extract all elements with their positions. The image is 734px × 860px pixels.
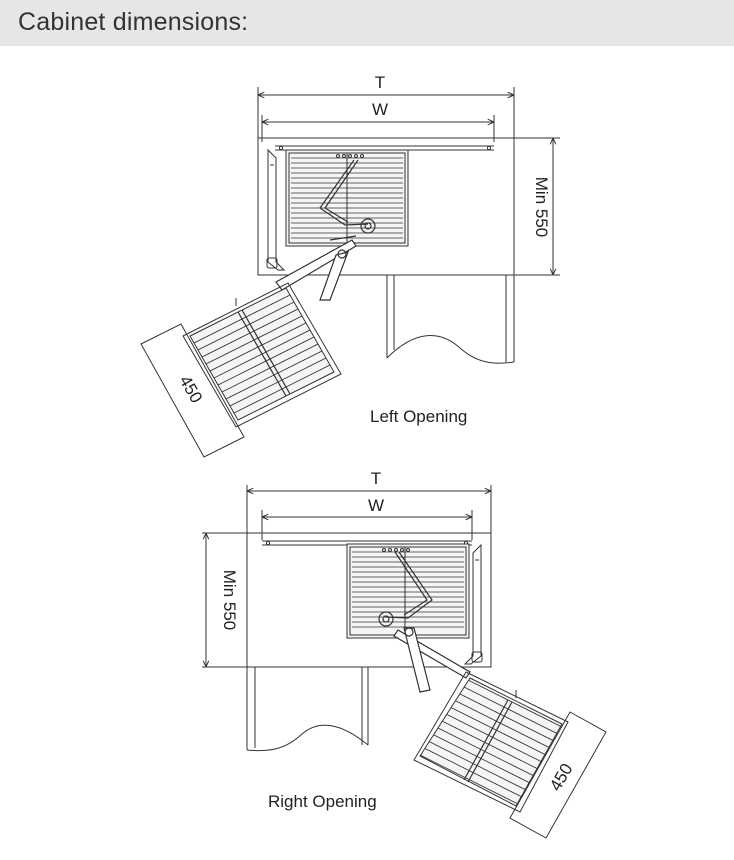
label-450: 450 <box>546 760 577 794</box>
adjacent-cabinet <box>386 275 515 364</box>
adjacent-cabinet <box>246 667 369 752</box>
page-title: Cabinet dimensions: <box>18 8 249 36</box>
diagram-left-opening: T W Min 550 <box>140 73 560 458</box>
label-450: 450 <box>175 372 206 406</box>
dimension-450 <box>509 711 607 839</box>
cabinet-outline <box>246 532 492 668</box>
dimension-depth <box>514 138 560 275</box>
label-t: T <box>371 469 381 488</box>
dimension-depth <box>202 533 247 667</box>
header-bar: Cabinet dimensions: <box>0 0 734 46</box>
dimension-w <box>262 510 472 540</box>
hinge-rail <box>267 148 286 271</box>
label-w: W <box>368 496 384 515</box>
pull-out-linkage <box>378 551 471 693</box>
label-depth: Min 550 <box>220 570 239 630</box>
dimension-450 <box>140 323 245 458</box>
inner-basket <box>285 149 409 247</box>
label-depth: Min 550 <box>532 177 551 237</box>
dimension-t <box>247 485 491 533</box>
inner-basket <box>346 543 470 639</box>
label-w: W <box>372 100 388 119</box>
hinge-rail <box>463 543 482 665</box>
caption-right-opening: Right Opening <box>268 792 377 811</box>
diagram-right-opening: T W Min 550 <box>202 469 607 839</box>
label-t: T <box>375 73 385 92</box>
caption-left-opening: Left Opening <box>370 407 467 426</box>
pull-out-linkage <box>275 159 376 301</box>
cabinet-outline <box>257 137 515 276</box>
swing-out-basket <box>182 282 342 428</box>
dimension-t <box>258 87 514 138</box>
